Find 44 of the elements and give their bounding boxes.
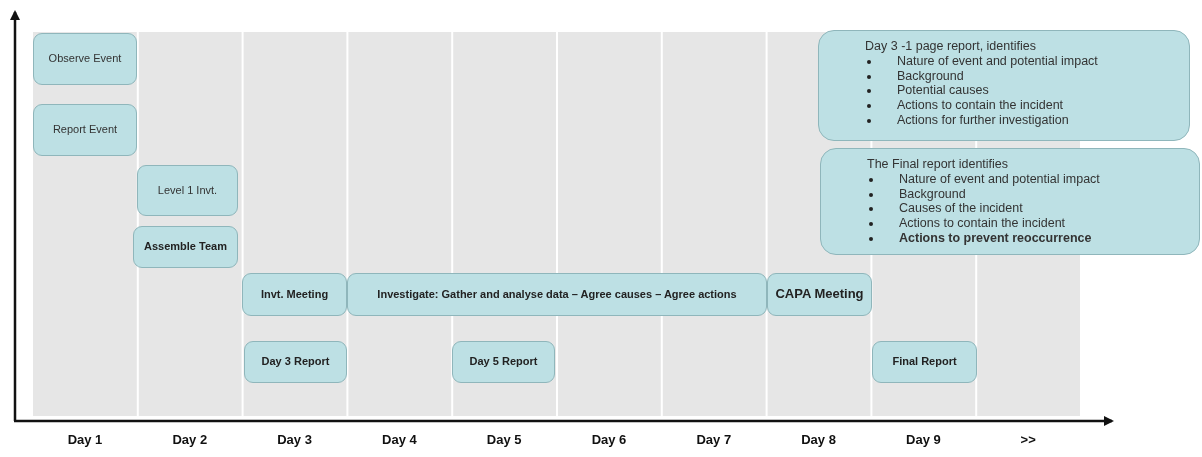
box-label: Assemble Team — [144, 240, 227, 254]
note-heading: The Final report identifies — [867, 157, 1009, 172]
bullet-text: Nature of event and potential impact — [897, 53, 1098, 68]
process-box — [347, 273, 767, 316]
process-box — [767, 273, 872, 316]
process-box — [133, 226, 238, 268]
process-box — [33, 33, 137, 85]
day-label: Day 7 — [695, 432, 733, 447]
bullet-text: Background — [899, 186, 966, 201]
process-box — [452, 341, 555, 383]
report-note-box — [820, 148, 1200, 255]
report-note-box — [818, 30, 1190, 141]
bullet-text: Causes of the incident — [899, 201, 1023, 216]
day-label: Day 3 — [276, 432, 313, 447]
bullet-text: Actions to prevent reoccurrence — [899, 230, 1092, 245]
day-label: Day 6 — [590, 432, 628, 447]
box-label: Day 5 Report — [469, 355, 538, 369]
bullet-text: Actions to contain the incident — [899, 216, 1066, 230]
day-label: Day 5 — [485, 432, 523, 447]
process-box — [137, 165, 238, 216]
process-box — [33, 104, 137, 156]
box-label: Investigate: Gather and analyse data – Agree causes – Agree actions — [377, 287, 737, 302]
bullet-text: Potential causes — [897, 83, 989, 98]
bullet-text: Actions to contain the incident — [897, 98, 1064, 112]
day-label: Day 8 — [800, 432, 837, 447]
box-label: Day 3 Report — [261, 355, 330, 369]
day-label: Day 9 — [905, 432, 942, 447]
box-label: Observe Event — [48, 52, 122, 66]
box-label: CAPA Meeting — [775, 286, 864, 303]
day-label: Day 1 — [66, 432, 104, 447]
day-label: Day 2 — [171, 432, 209, 447]
process-box — [244, 341, 347, 383]
box-label: Report Event — [52, 123, 118, 137]
bullet-text: Actions for further investigation — [897, 112, 1069, 127]
day-label: >> — [1019, 432, 1037, 447]
box-label: Final Report — [892, 355, 957, 369]
note-heading: Day 3 -1 page report, identifies — [865, 39, 1036, 54]
day-label: Day 4 — [381, 432, 418, 447]
bullet-text: Nature of event and potential impact — [899, 171, 1100, 186]
box-label: Invt. Meeting — [260, 287, 329, 302]
bullet-text: Background — [897, 68, 964, 83]
process-box — [872, 341, 977, 383]
box-label: Level 1 Invt. — [157, 183, 218, 198]
process-box — [242, 273, 347, 316]
